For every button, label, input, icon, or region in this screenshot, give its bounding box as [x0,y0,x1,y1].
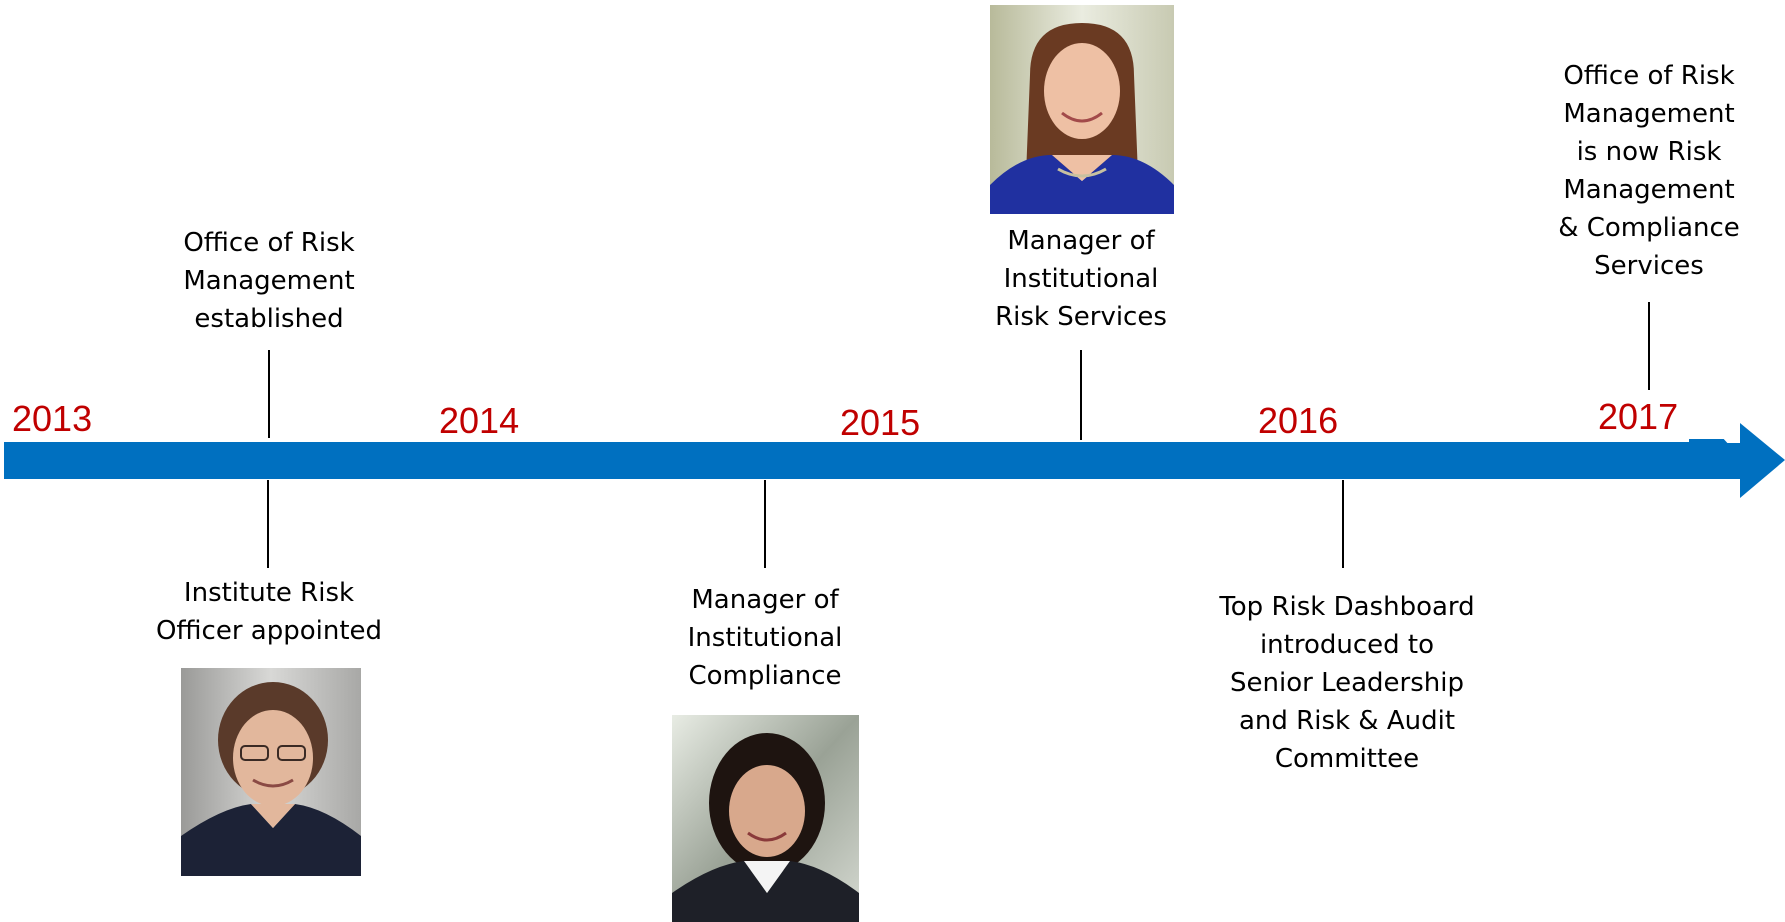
portrait-risk-services-manager [990,5,1174,214]
timeline-arrow-head [1740,423,1785,498]
portrait-compliance-manager [672,715,859,922]
year-2015: 2015 [840,402,921,443]
year-2014: 2014 [439,400,520,441]
event-orm-established: Office of Risk Management established [183,228,355,334]
tick-orm-established [268,350,270,438]
tick-mgr-risk-services [1080,350,1082,440]
year-2013: 2013 [12,398,93,439]
portrait-risk-officer [181,668,361,876]
year-2016: 2016 [1258,400,1339,441]
event-iro-appointed: Institute Risk Officer appointed [155,578,383,646]
tick-iro-appointed [267,480,269,568]
event-dashboard: Top Risk Dashboard introduced to Senior … [1219,592,1475,774]
tick-rename [1648,302,1650,390]
year-2017: 2017 [1598,396,1679,437]
tick-dashboard [1342,480,1344,568]
tick-mgr-compliance [764,480,766,568]
event-mgr-risk-services: Manager of Institutional Risk Services [995,226,1167,332]
event-rename: Office of Risk Management is now Risk Ma… [1558,61,1740,281]
timeline-bar [4,443,1744,479]
event-mgr-compliance: Manager of Institutional Compliance [687,585,843,691]
